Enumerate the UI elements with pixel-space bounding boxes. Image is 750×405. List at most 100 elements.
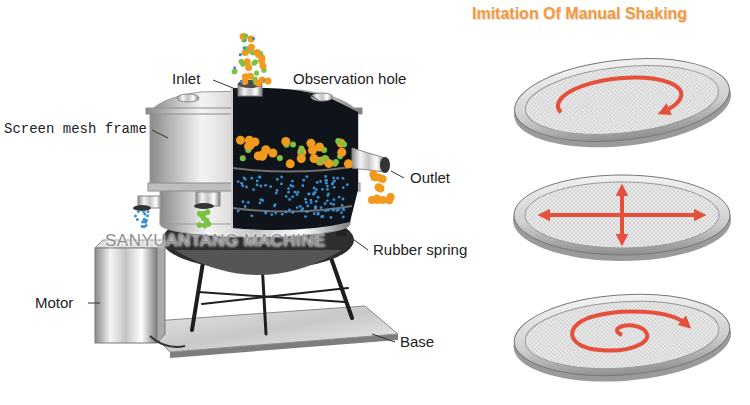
particle [368,196,376,204]
particle [280,182,283,185]
particle [306,175,309,178]
particle [306,210,309,213]
particle [259,201,262,204]
particle [258,176,261,179]
upper-screen [232,166,358,172]
leader-line [346,234,368,250]
particle [258,57,265,64]
particle [332,209,335,212]
particle [321,188,324,191]
particle [259,150,268,159]
particle [304,198,307,201]
particle [291,211,294,214]
particle [342,208,345,211]
particle [197,222,203,228]
particle [313,212,316,215]
leader-line [391,171,404,178]
particle [292,185,295,188]
particle [335,138,341,144]
motor-side [157,240,165,343]
particle [330,216,333,219]
particle [317,213,320,216]
particle [332,181,335,184]
particle [324,179,327,182]
leader-line [213,80,238,90]
particle [285,195,288,198]
particle [297,148,306,157]
particle [265,78,272,85]
particle [294,191,297,194]
particle [274,212,277,215]
particle [332,208,335,211]
particle [313,187,316,190]
particle [337,148,346,157]
particle [136,218,139,221]
particle [205,209,211,215]
particle [259,76,266,83]
particle [302,179,305,182]
particle [308,146,317,155]
outlet-pipe [352,148,385,172]
particle [256,180,259,183]
particle [245,64,252,71]
particle [315,188,318,191]
particle [333,186,336,189]
motion-arrow [571,307,688,353]
motor-box [95,248,157,343]
part-label: Inlet [172,70,200,88]
particle [297,191,300,194]
particle [342,216,345,219]
particle [336,177,339,180]
part-label: Base [400,333,434,351]
particle [317,212,320,215]
particle [252,37,255,40]
particle [241,184,244,187]
particle [332,176,335,179]
lower-screen [232,206,352,212]
particle [258,176,261,179]
particle [243,33,248,38]
leader-lines [88,80,404,342]
particle [376,185,384,193]
particle [237,210,240,213]
particle [310,154,319,163]
part-label: Screen mesh frame [4,120,147,138]
particle [240,155,246,161]
particle [264,184,267,187]
particle [325,182,328,185]
particle [204,220,210,226]
particle [344,159,353,168]
leader-line [306,92,318,100]
particle [237,180,240,183]
part-label: Outlet [410,169,450,187]
part-label: Rubber spring [373,241,467,259]
particle [254,49,261,56]
particle [134,214,137,217]
particle [146,214,149,217]
particle [314,207,317,210]
particle [144,220,147,223]
particle [317,196,320,199]
particle [254,70,259,75]
particle [286,159,295,168]
particle [144,220,147,223]
particle [245,186,248,189]
particle [236,136,245,145]
particle [330,202,333,205]
material-particles [134,33,395,228]
radial-motion-figure [513,175,731,261]
particle [300,209,303,212]
particle [342,198,345,201]
particle [342,186,345,189]
particle [290,141,296,147]
particle [325,179,328,182]
part-label: Motor [35,294,73,312]
particle [287,187,290,190]
dish-cone [175,250,342,275]
particle [320,215,323,218]
particle [256,184,259,187]
particle [309,199,312,202]
particle [248,44,255,51]
particle [324,209,327,212]
